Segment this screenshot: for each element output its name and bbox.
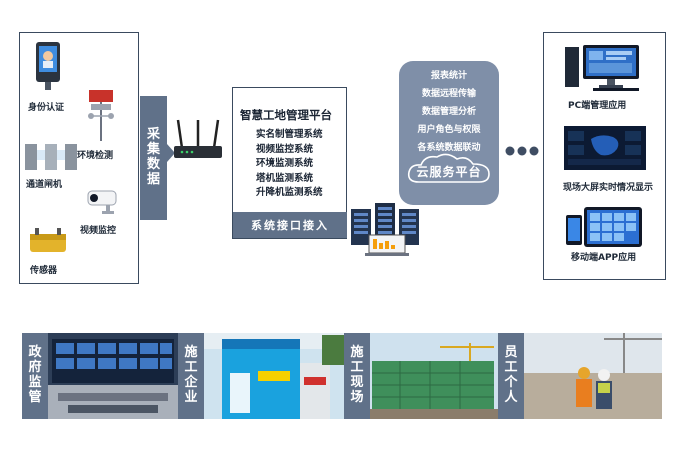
workers-photo (524, 333, 662, 419)
environment-monitor-icon (88, 90, 114, 141)
cloud-icon (407, 153, 490, 183)
interface-bar: 系统接口接入 (233, 212, 347, 238)
pc-computer-icon (565, 45, 639, 91)
bottom-label-site: 施工现场 (344, 333, 370, 419)
cloud-service-item: 数据管理分析 (421, 107, 476, 117)
app-label-pc: PC端管理应用 (568, 101, 627, 111)
server-rack-icon (351, 203, 419, 256)
cloud-service-item: 各系统数据联动 (417, 143, 481, 153)
device-label-environment: 环境检测 (77, 151, 114, 161)
app-label-big-screen: 现场大屏实时情况显示 (563, 183, 654, 193)
cloud-service-item: 报表统计 (430, 71, 467, 81)
cloud-services-list: 报表统计 数据远程传输 数据管理分析 用户角色与权限 各系统数据联动 (399, 67, 499, 157)
bottom-label-company: 施工企业 (178, 333, 204, 419)
arrow-right-icon (167, 144, 175, 162)
company-building-photo (204, 333, 344, 419)
collect-data-label: 采 集 数 据 (140, 96, 167, 220)
cloud-title: 云服务平台 (416, 165, 482, 179)
interface-label: 系统接口接入 (251, 219, 329, 232)
turnstile-gate-icon (25, 144, 77, 170)
device-label-gate: 通道闸机 (26, 180, 63, 190)
sensor-icon (30, 228, 66, 252)
platform-system-item: 塔机监测系统 (256, 172, 314, 184)
platform-system-item: 环境监测系统 (256, 158, 314, 169)
device-label-camera: 视频监控 (80, 226, 117, 236)
device-label-sensor: 传感器 (30, 266, 58, 276)
app-label-mobile: 移动端APP应用 (571, 253, 637, 263)
platform-system-item: 升降机监测系统 (256, 187, 323, 198)
platform-system-item: 视频监控系统 (256, 143, 314, 155)
connector-dots (505, 146, 539, 156)
router-icon (174, 119, 222, 158)
bottom-label-employee: 员工个人 (498, 333, 524, 419)
cloud-service-item: 数据远程传输 (421, 89, 476, 99)
device-label-id-auth: 身份认证 (28, 103, 65, 113)
platform-system-item: 实名制管理系统 (256, 129, 323, 140)
cloud-service-item: 用户角色与权限 (417, 125, 481, 135)
mobile-tablet-icon (566, 207, 642, 247)
id-kiosk-icon (36, 42, 60, 90)
construction-site-photo (370, 333, 498, 419)
big-screen-icon (564, 126, 646, 170)
platform-title: 智慧工地管理平台 (240, 108, 332, 122)
security-camera-icon (87, 190, 117, 214)
control-room-photo (48, 333, 178, 419)
platform-systems-list: 实名制管理系统 视频监控系统 环境监测系统 塔机监测系统 升降机监测系统 (256, 128, 323, 201)
bottom-label-government: 政府监管 (22, 333, 48, 419)
